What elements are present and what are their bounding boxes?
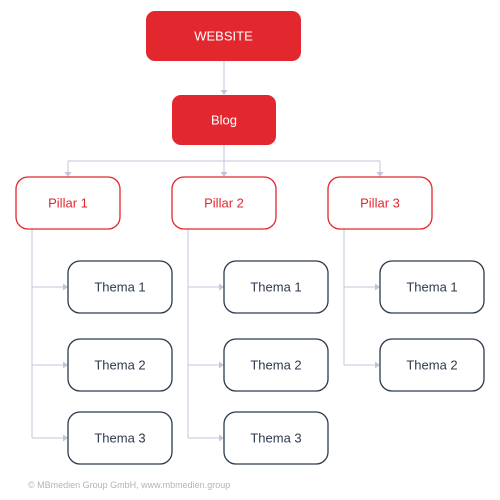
thema-node-p2-3: Thema 3 [223,411,329,465]
pillar-node-2-box [171,176,277,230]
thema-node-p3-1-box [379,260,485,314]
thema-node-p2-2-box [223,338,329,392]
thema-node-p2-2-label: Thema 2 [250,358,301,373]
website-node-box [146,11,301,61]
pillar-node-1-label: Pillar 1 [48,196,88,211]
pillar-nodes: Pillar 1 Pillar 2 Pillar 3 [15,176,433,230]
arrowhead-pillar-2 [220,172,228,177]
pillar-node-3-label: Pillar 3 [360,196,400,211]
arrowhead-pillar-3-thema-1 [375,283,380,291]
copyright-text: © MBmedien Group GmbH, www.mbmedien.grou… [28,480,231,490]
arrowhead-pillar-3-thema-2 [375,361,380,369]
thema-node-p1-1: Thema 1 [67,260,173,314]
thema-node-p2-1: Thema 1 [223,260,329,314]
blog-node-label: Blog [211,113,237,128]
arrowhead-pillar-2-thema-2 [219,361,224,369]
pillar-node-1: Pillar 1 [15,176,121,230]
thema-node-p2-3-box [223,411,329,465]
thema-node-p3-1-label: Thema 1 [406,280,457,295]
thema-node-p3-1: Thema 1 [379,260,485,314]
blog-node-box [172,95,276,145]
thema-node-p2-1-box [223,260,329,314]
thema-node-p2-2: Thema 2 [223,338,329,392]
thema-node-p2-3-label: Thema 3 [250,431,301,446]
arrowhead-pillar-2-thema-1 [219,283,224,291]
thema-node-p2-1-label: Thema 1 [250,280,301,295]
thema-node-p1-3-box [67,411,173,465]
pillar-node-2-label: Pillar 2 [204,196,244,211]
website-node-label: WEBSITE [194,29,253,44]
pillar-node-3-box [327,176,433,230]
thema-node-p1-3-label: Thema 3 [94,431,145,446]
blog-node: Blog [172,95,276,145]
arrowhead-pillar-1-thema-2 [63,361,68,369]
thema-node-p1-2: Thema 2 [67,338,173,392]
pillar-node-3: Pillar 3 [327,176,433,230]
arrowhead-pillar-1-thema-1 [63,283,68,291]
arrowhead-pillar-2-thema-3 [219,434,224,442]
website-node: WEBSITE [146,11,301,61]
arrowhead-pillar-1 [64,172,72,177]
thema-node-p3-2: Thema 2 [379,338,485,392]
thema-nodes: Thema 1 Thema 2 Thema 3 Thema 1 Thema 2 Thema… [67,260,485,465]
thema-node-p1-3: Thema 3 [67,411,173,465]
thema-node-p1-2-box [67,338,173,392]
pillar-node-2: Pillar 2 [171,176,277,230]
arrowhead-website-blog [220,90,228,95]
thema-node-p1-2-label: Thema 2 [94,358,145,373]
connectors [31,61,384,442]
thema-node-p1-1-label: Thema 1 [94,280,145,295]
thema-node-p3-2-label: Thema 2 [406,358,457,373]
thema-node-p1-1-box [67,260,173,314]
arrowhead-pillar-1-thema-3 [63,434,68,442]
pillar-node-1-box [15,176,121,230]
arrowhead-pillar-3 [376,172,384,177]
thema-node-p3-2-box [379,338,485,392]
